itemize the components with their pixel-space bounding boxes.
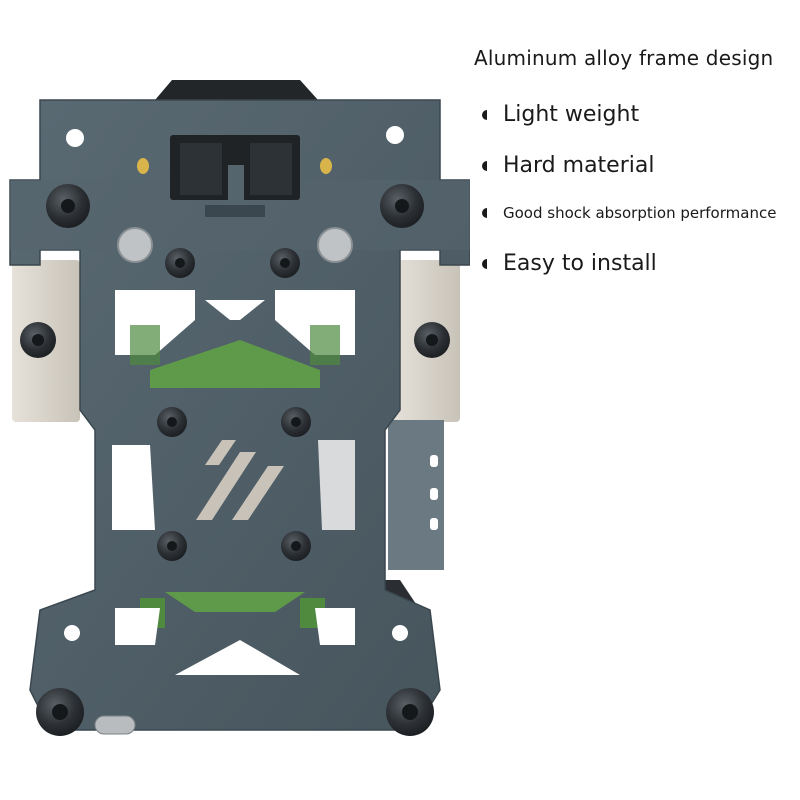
mount-hole xyxy=(386,126,404,144)
feature-label: Easy to install xyxy=(503,251,657,276)
half-circle-bullet-icon xyxy=(482,208,487,218)
half-circle-bullet-icon xyxy=(482,160,487,171)
slash-logo-icon xyxy=(196,440,284,520)
half-circle-bullet-icon xyxy=(482,109,487,120)
half-circle-bullet-icon xyxy=(482,258,487,269)
pcb-upper xyxy=(150,340,320,388)
gold-contact-left xyxy=(137,158,149,174)
feature-label: Hard material xyxy=(503,153,655,178)
gold-contact-right xyxy=(320,158,332,174)
pcb-lower xyxy=(165,592,305,612)
screw-set xyxy=(20,184,450,736)
feature-item: Hard material xyxy=(482,153,654,178)
feature-label: Good shock absorption performance xyxy=(503,204,777,222)
frame-product-image xyxy=(9,80,470,736)
headline-text: Aluminum alloy frame design xyxy=(474,46,774,70)
mount-hole xyxy=(66,129,84,147)
feature-item: Good shock absorption performance xyxy=(482,204,776,222)
feature-label: Light weight xyxy=(503,102,640,127)
feature-item: Easy to install xyxy=(482,251,657,276)
feature-item: Light weight xyxy=(482,102,639,127)
